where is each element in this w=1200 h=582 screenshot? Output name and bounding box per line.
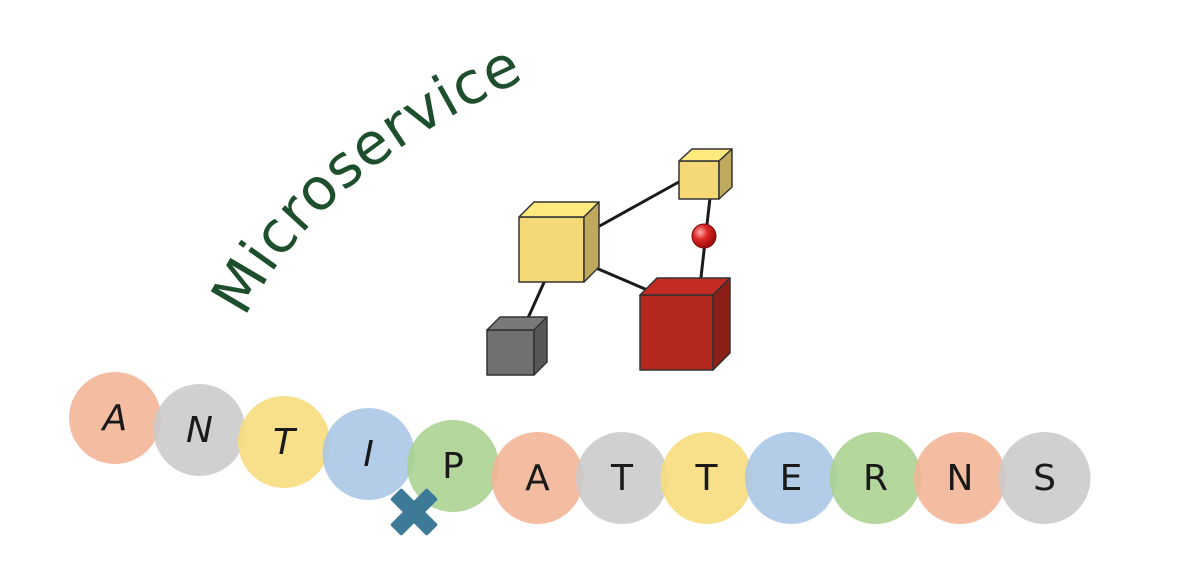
bubble-6 [491, 432, 584, 524]
bubble-letter-8: T [695, 458, 719, 499]
bubble-letter-9: E [780, 458, 803, 499]
bubble-letter-12: S [1033, 458, 1056, 499]
link-main-to-red [595, 266, 653, 294]
antipatterns-bubble-row: A N T I P A T T E R N S [69, 372, 1091, 524]
bubble-11 [914, 432, 1006, 524]
bubble-12 [998, 432, 1091, 524]
bubble-3 [238, 396, 330, 488]
bubble-5 [407, 420, 499, 512]
bubble-7 [576, 432, 668, 524]
cube-gray-bottom-left [486, 316, 548, 376]
bubble-letter-6: A [525, 458, 550, 499]
microservice-title: Microservice [198, 30, 532, 325]
bubble-9 [745, 432, 837, 524]
bubble-1 [69, 372, 161, 464]
cube-red-bottom-right [639, 277, 731, 371]
bubble-letter-11: N [947, 458, 974, 499]
bubble-letter-3: T [273, 422, 298, 463]
bubble-10 [829, 432, 922, 524]
link-main-to-top [595, 176, 687, 230]
bubble-4 [322, 408, 415, 500]
bubble-letter-7: T [610, 458, 634, 499]
link-main-to-gray [526, 277, 548, 319]
bubble-letter-10: R [863, 458, 888, 499]
cross-mark-icon [390, 488, 438, 536]
bubble-letter-5: P [442, 446, 464, 487]
bubble-letter-1: A [101, 398, 128, 439]
connector-ball-icon [691, 223, 717, 249]
cube-main-left [518, 201, 600, 283]
bubble-letter-4: I [363, 434, 374, 475]
bubble-2 [153, 384, 246, 476]
bubble-8 [660, 432, 753, 524]
title-text-path: Microservice [198, 30, 531, 325]
bubble-letter-2: N [186, 410, 213, 451]
cube-small-top-right [678, 148, 733, 200]
